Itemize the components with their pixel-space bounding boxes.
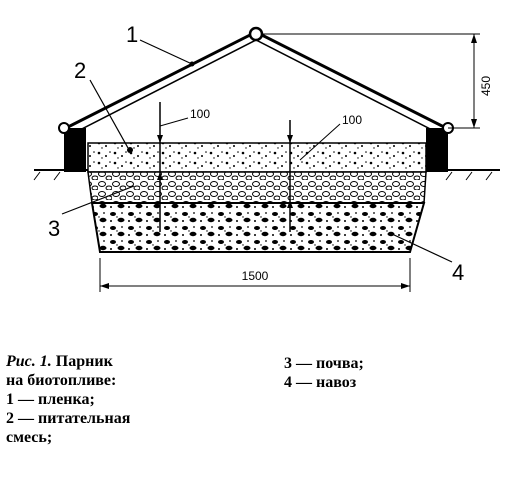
height-dimension-label: 450 (479, 76, 493, 96)
figure-title-part1: Парник (55, 353, 113, 370)
width-dimension-label: 1500 (242, 269, 269, 283)
caption-right: 3 — почва; 4 — навоз (284, 354, 484, 392)
film-roof (58, 26, 454, 136)
legend-item-4: 4 — навоз (284, 374, 357, 391)
nutrient-mix-layer (87, 142, 427, 173)
callout-leaders (61, 39, 453, 263)
right-board (426, 128, 448, 172)
width-dimension (99, 258, 411, 292)
soil-layer (87, 171, 427, 204)
legend-item-2a: 2 — питательная (6, 410, 131, 427)
mix-thickness-marker-right (287, 120, 341, 232)
greenhouse-diagram: 450 1500 100 100 1 2 3 4 (33, 22, 500, 292)
legend-item-1: 1 — пленка; (6, 391, 95, 408)
mix-thickness-label-right: 100 (342, 113, 362, 127)
callout-manure: 4 (452, 260, 464, 285)
callout-soil: 3 (48, 216, 60, 241)
height-dimension (262, 33, 480, 129)
callout-mix: 2 (74, 58, 86, 83)
mix-thickness-label-left: 100 (190, 107, 210, 121)
manure-layer (90, 202, 426, 253)
legend-item-3: 3 — почва; (284, 355, 364, 372)
caption-left: Рис. 1. Парник на биотопливе: 1 — пленка… (6, 352, 246, 447)
mix-thickness-marker-left (157, 102, 189, 232)
legend-item-2b: смесь; (6, 429, 53, 446)
figure-number: Рис. 1. (6, 353, 52, 370)
left-board (64, 128, 86, 172)
callout-film: 1 (126, 22, 138, 47)
figure-title-part2: на биотопливе: (6, 372, 117, 389)
